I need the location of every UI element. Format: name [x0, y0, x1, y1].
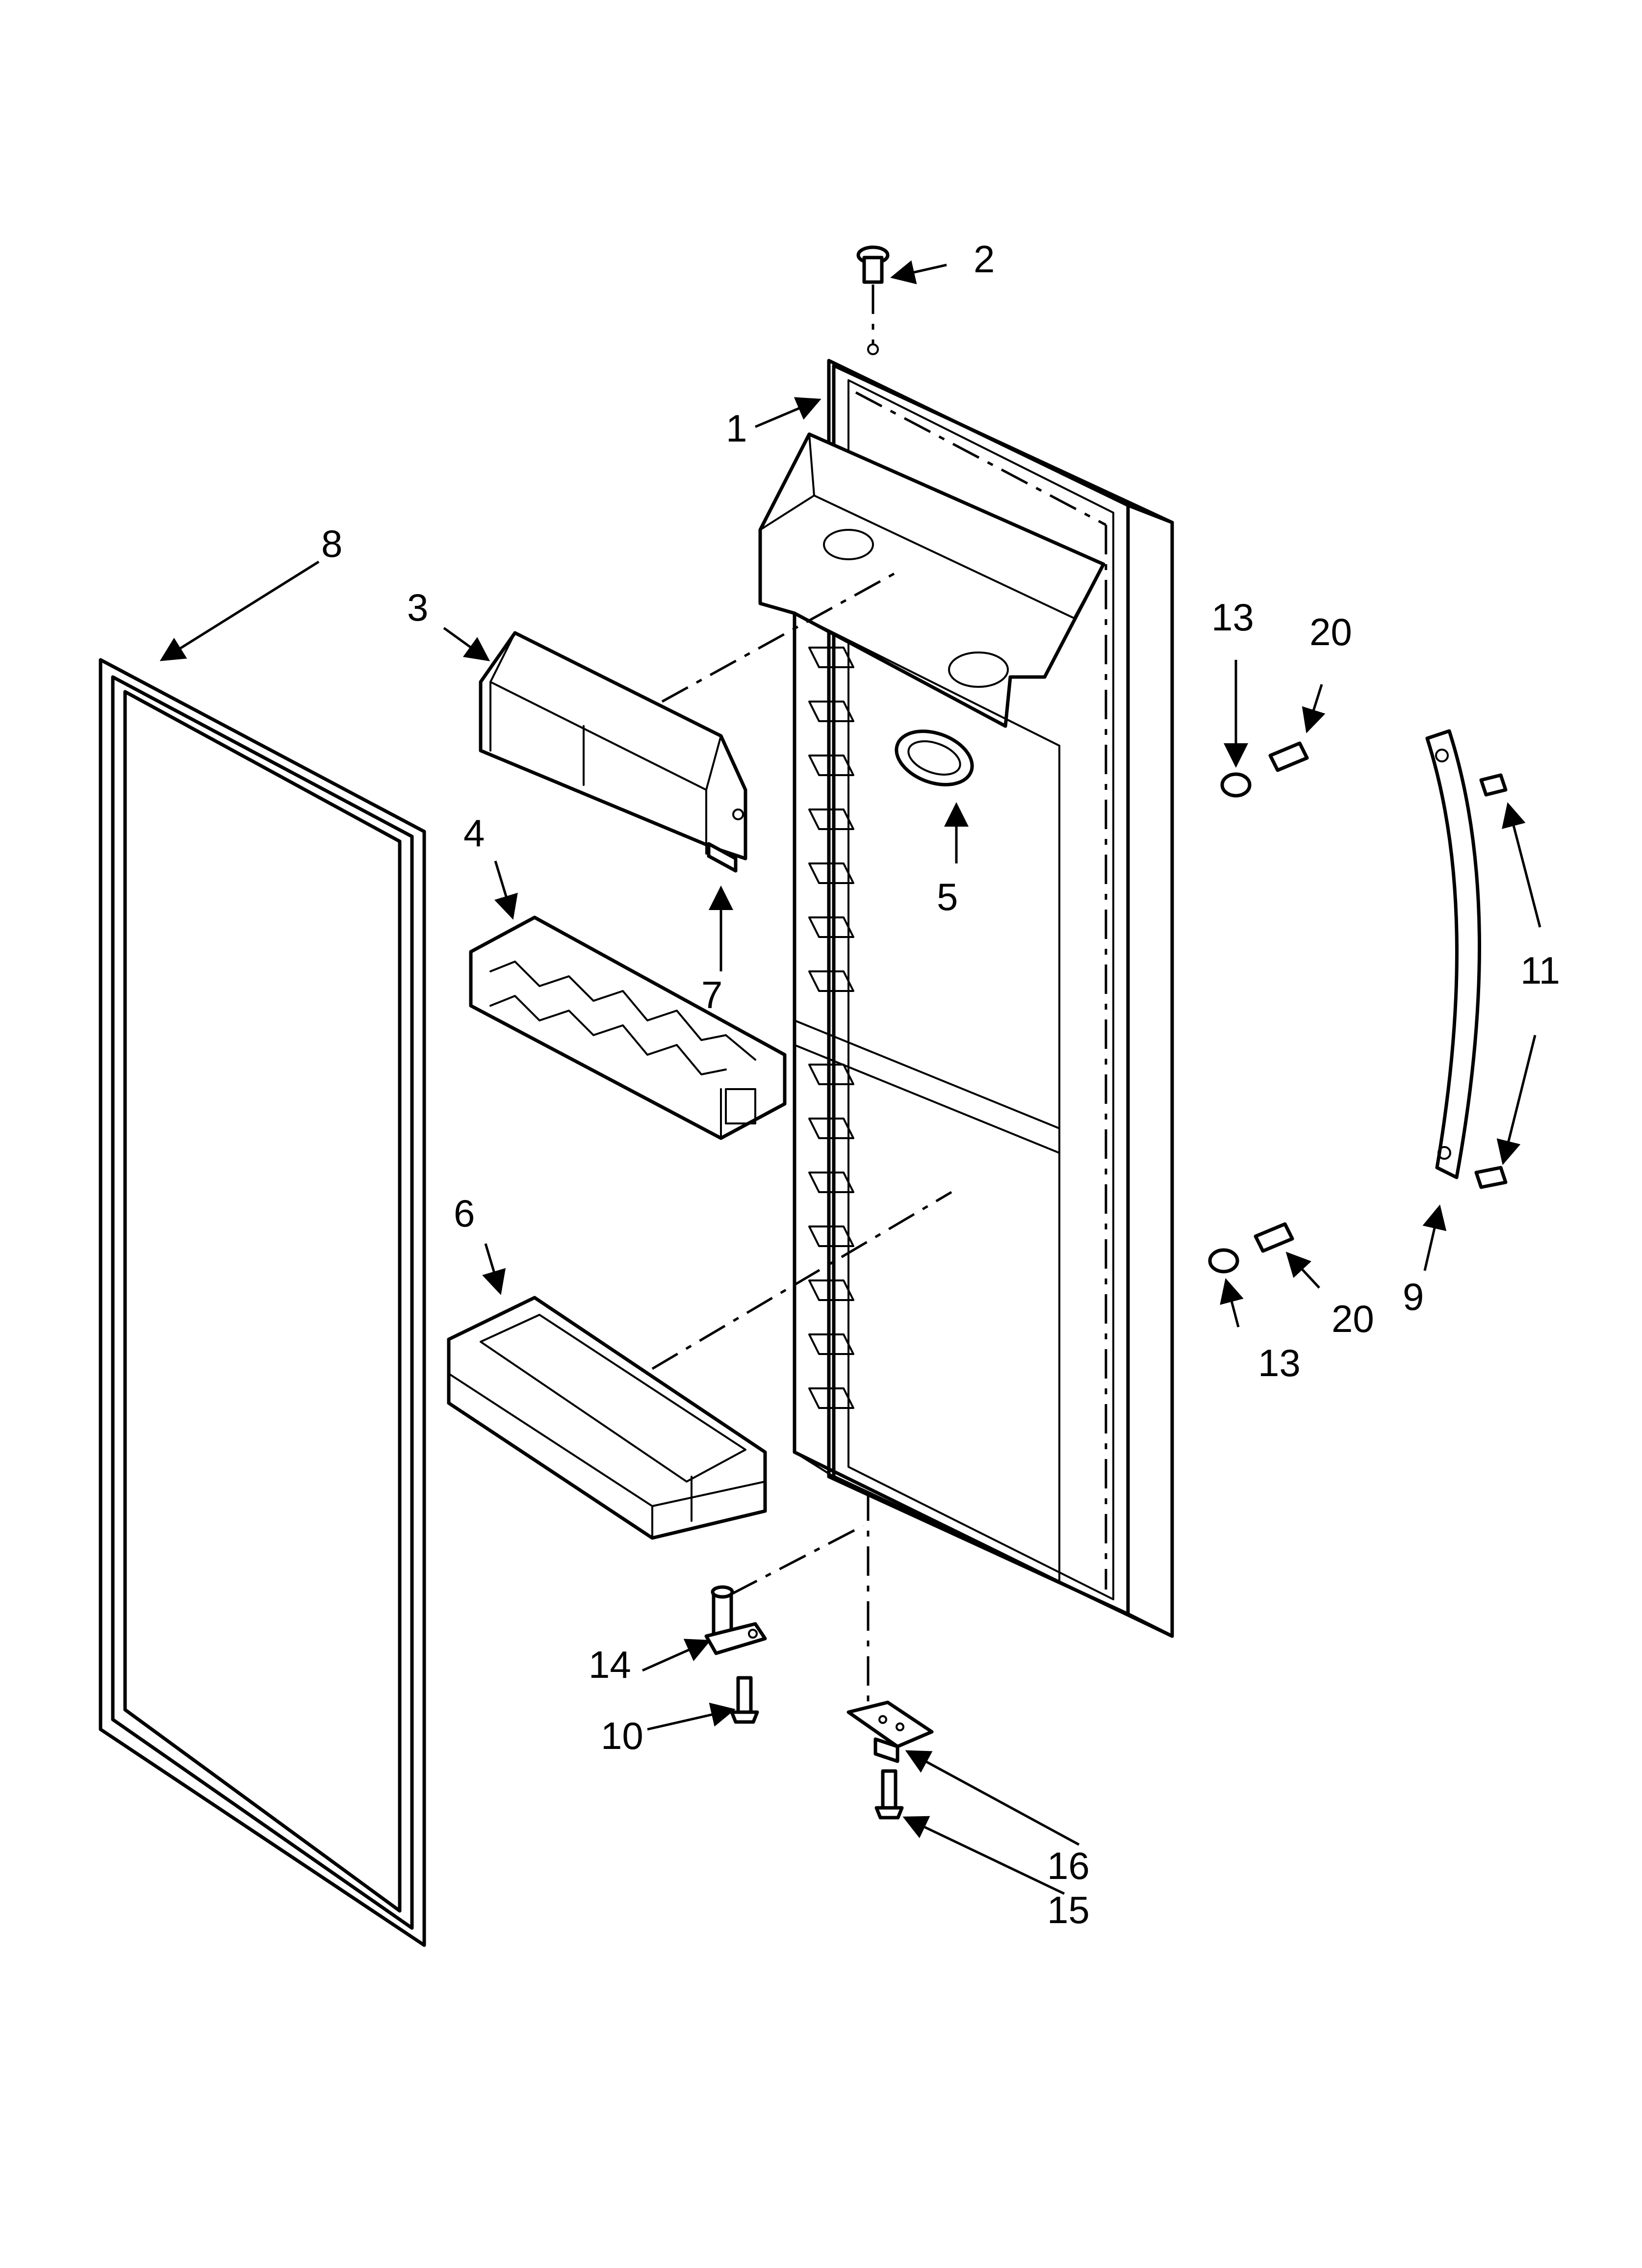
- callout-labels: 2 1 8 3 13 20 4 5 11 7 6 9 20 13 14 10 1…: [321, 237, 1560, 1931]
- utility-rack: [469, 915, 787, 1140]
- handle-mount-screws: [1474, 773, 1508, 1189]
- callout-13-bottom: 13: [1258, 1341, 1301, 1384]
- door-bin: [447, 1296, 767, 1540]
- callout-10: 10: [601, 1714, 643, 1757]
- lower-hinge: [704, 1585, 767, 1655]
- hinge-screw: [730, 1676, 759, 1724]
- door-liner: [758, 359, 1174, 1638]
- door-handle: [1425, 729, 1481, 1179]
- callout-20-top: 20: [1309, 610, 1352, 653]
- callout-15: 15: [1047, 1888, 1090, 1931]
- callout-9: 9: [1403, 1275, 1424, 1318]
- dairy-cover: [479, 631, 747, 860]
- leader-arrows: [159, 260, 1541, 1895]
- shelf-rails: [808, 647, 854, 1409]
- callout-16: 16: [1047, 1844, 1090, 1887]
- callout-14: 14: [589, 1643, 631, 1686]
- callout-2: 2: [974, 237, 995, 281]
- bottom-bracket: [847, 1700, 934, 1763]
- callout-7: 7: [701, 973, 722, 1017]
- callout-8: 8: [321, 522, 342, 565]
- dispenser-trim: [895, 730, 974, 786]
- door-gasket: [99, 658, 426, 1947]
- bracket-screw: [874, 1769, 904, 1820]
- callout-5: 5: [937, 875, 958, 918]
- callout-20-bottom: 20: [1332, 1297, 1374, 1340]
- assembly-lines: [651, 568, 952, 1702]
- handle-screws: [1254, 741, 1309, 1253]
- dairy-cover-pin: [707, 842, 738, 873]
- callout-1: 1: [726, 407, 747, 450]
- callout-3: 3: [407, 586, 428, 629]
- hinge-plug: [856, 245, 890, 355]
- callout-11: 11: [1520, 949, 1560, 992]
- handle-spacers: [1208, 772, 1252, 1274]
- callout-6: 6: [454, 1192, 475, 1235]
- callout-4: 4: [463, 811, 485, 855]
- callout-13-top: 13: [1211, 596, 1254, 639]
